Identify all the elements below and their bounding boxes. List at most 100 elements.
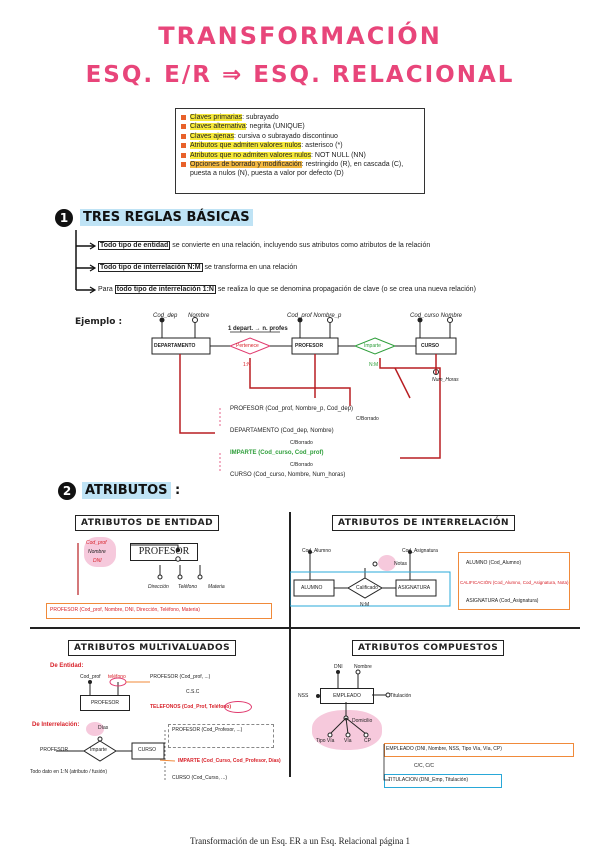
- p1-attr-dni: DNI: [93, 558, 102, 564]
- bullet-icon: [181, 162, 186, 168]
- p1-attr-materia: Materia: [208, 584, 225, 590]
- p1-entity: PROFESOR: [130, 543, 198, 561]
- p4-sub-cp: CP: [364, 738, 371, 744]
- p1-result: PROFESOR (Cod_prof, Nombre, DNI, Direcci…: [50, 607, 200, 613]
- p4-entity-empleado: EMPLEADO: [320, 688, 374, 704]
- example-attr-dep: Cod_dep: [153, 313, 178, 319]
- p3-result-5: CURSO (Cod_Curso, ...): [172, 775, 228, 781]
- bullet-icon: [181, 124, 186, 130]
- example-attr-prof: Cod_prof Nombre_p: [287, 313, 342, 319]
- bullet-icon: [181, 143, 186, 149]
- p4-result-1b: C/C, C/C: [414, 763, 434, 769]
- result-profesor: PROFESOR (Cod_prof, Nombre_p, Cod_dep): [230, 406, 354, 412]
- divider-horizontal: [30, 627, 580, 629]
- p4-result-2-box: [384, 774, 502, 788]
- p4-attr-nss: NSS: [298, 693, 309, 699]
- p1-result-box: [46, 603, 272, 619]
- legend-item: Atributos que no admiten valores nulos: …: [181, 151, 424, 160]
- section-2-number: 2: [58, 482, 76, 500]
- p3-result-3-box: [168, 724, 274, 748]
- rules-connector: [75, 230, 97, 294]
- panel-compuestos-title: ATRIBUTOS COMPUESTOS: [352, 640, 505, 656]
- p1-connectors: [77, 543, 203, 595]
- p4-attr-dni: DNI: [334, 664, 343, 670]
- bullet-icon: [181, 133, 186, 139]
- p2-entity-asig: ASIGNATURA: [398, 585, 431, 591]
- p3-arrows: [160, 730, 176, 780]
- p2-attr-asig: Cod_Asignatura: [402, 548, 438, 554]
- p2-diagram: [290, 550, 451, 607]
- p3-result-4: IMPARTE (Cod_Curso, Cod_Profesor, Días): [178, 758, 281, 764]
- p2-attr-notas: Notas: [394, 561, 408, 567]
- p2-result-1: ALUMNO (Cod_Alumno): [466, 560, 522, 566]
- panel-entidad-title: ATRIBUTOS DE ENTIDAD: [75, 515, 220, 531]
- example-attr-curso2: Num_Horas: [432, 377, 459, 383]
- p4-result-1: EMPLEADO (DNI, Nombre, NSS, Tipo Vía, Ví…: [386, 746, 502, 752]
- divider-vertical: [289, 512, 291, 777]
- bullet-icon: [181, 152, 186, 158]
- card-nm: N:M: [369, 362, 379, 368]
- p4-attr-domicilio: Domicilio: [352, 718, 373, 724]
- p3-entity-profesor: PROFESOR: [80, 695, 130, 711]
- p4-result-2: TITULACION (DNI_Emp, Titulación): [388, 777, 469, 783]
- example-diagram: [151, 317, 457, 473]
- p2-entity-alumno: ALUMNO: [301, 585, 323, 591]
- highlight-blob: [378, 555, 396, 571]
- bullet-icon: [181, 115, 186, 120]
- section-1-number: 1: [55, 209, 73, 227]
- entity-profesor: PROFESOR: [295, 343, 324, 349]
- p1-attr-nombre: Nombre: [88, 549, 106, 555]
- p3-result-1: PROFESOR (Cod_prof, ...): [150, 674, 211, 680]
- example-label: Ejemplo :: [75, 317, 123, 327]
- p2-result-2: CALIFICACIÓN (Cod_Alumno, Cod_Asignatura…: [460, 580, 569, 585]
- legend-item: Claves alternativa: negrita (UNIQUE): [181, 122, 424, 131]
- legend-item: Opciones de borrado y modificación: rest…: [181, 160, 424, 179]
- p3-entity-curso: CURSO: [138, 747, 157, 753]
- p1-attr-direccion: Dirección: [148, 584, 169, 590]
- p4-arrow: [383, 744, 390, 781]
- p4-attr-nombre: Nombre: [354, 664, 372, 670]
- rule-2: Todo tipo de interrelación N:M se transf…: [98, 263, 298, 272]
- p3-note: Todo dato en 1:N (atributo / fusión): [30, 769, 107, 775]
- p2-card: N:M: [360, 602, 370, 608]
- p3-diagram-2: [56, 736, 165, 762]
- example-note: 1 depart. → n. profes: [228, 326, 288, 332]
- tag-2: C/Borrado: [290, 440, 313, 446]
- p1-attr-codprof: Cod_prof: [86, 540, 107, 546]
- p2-result-3: ASIGNATURA (Cod_Asignatura): [466, 598, 539, 604]
- panel-interrelacion-title: ATRIBUTOS DE INTERRELACIÓN: [332, 515, 516, 531]
- title-line-1: TRANSFORMACIÓN: [158, 22, 442, 50]
- result-curso: CURSO (Cod_curso, Nombre, Num_horas): [230, 472, 346, 478]
- p3-sub-entidad: De Entidad:: [50, 663, 84, 669]
- p3-entity-profesor-2: PROFESOR: [40, 747, 69, 753]
- entity-departamento: DEPARTAMENTO: [154, 343, 196, 349]
- result-departamento: DEPARTAMENTO (Cod_dep, Nombre): [230, 428, 334, 434]
- p3-result-1b: C.S.C: [186, 689, 200, 695]
- result-imparte: IMPARTE (Cod_curso, Cod_prof): [230, 450, 324, 456]
- legend-item: Claves ajenas: cursiva o subrayado disco…: [181, 132, 424, 141]
- tag-3: C/Borrado: [290, 462, 313, 468]
- p3-result-3: PROFESOR (Cod_Profesor, ...): [172, 727, 243, 733]
- legend-box: Claves primarias: subrayado Claves alter…: [175, 108, 425, 194]
- highlight-blob: [86, 722, 104, 736]
- title-line-2: ESQ. E/R ⇒ ESQ. RELACIONAL: [85, 62, 515, 88]
- legend-item: Atributos que admiten valores nulos: ast…: [181, 141, 424, 150]
- highlight-blob: [84, 537, 116, 567]
- p3-result-2: TELEFONOS (Cod_Prof, Teléfono): [150, 704, 232, 710]
- p2-result-box: [458, 552, 570, 610]
- p3-result-2-ring: [224, 701, 252, 713]
- p4-sub-via: Vía: [344, 738, 352, 744]
- panel-multivaluados-title: ATRIBUTOS MULTIVALUADOS: [68, 640, 237, 656]
- section-1-title: TRES REGLAS BÁSICAS: [80, 209, 253, 226]
- section-2-title: ATRIBUTOS :: [82, 482, 180, 499]
- p1-attr-telefono: Teléfono: [178, 584, 197, 590]
- rel-pertenece: Pertenece: [236, 343, 259, 349]
- legend-item: Claves primarias: subrayado: [181, 113, 424, 122]
- p3-connectors-1: [88, 677, 150, 695]
- p3-attr-codprof: Cod_prof: [80, 674, 101, 680]
- page-footer: Transformación de un Esq. ER a un Esq. R…: [189, 836, 411, 846]
- rule-3: Para todo tipo de interrelación 1:N se r…: [98, 285, 476, 294]
- p3-sub-interrelacion: De Interrelación:: [32, 722, 80, 728]
- example-attr-curso: Cod_curso Nombre: [410, 313, 463, 319]
- p4-diagram: [316, 669, 391, 738]
